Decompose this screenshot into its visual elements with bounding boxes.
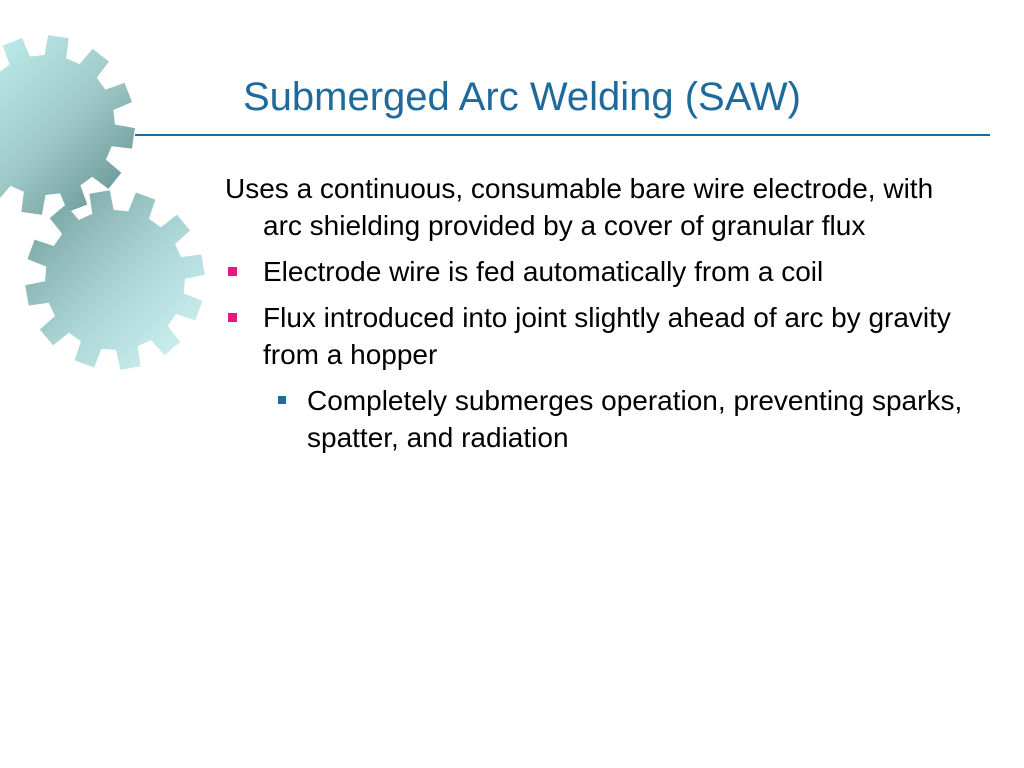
list-item-text: Completely submerges operation, preventi… [307,385,963,453]
list-item-text: Flux introduced into joint slightly ahea… [263,302,951,370]
gear-body [0,35,135,215]
square-bullet-icon [228,313,237,322]
gears-icon [0,35,205,370]
slide-content: Uses a continuous, consumable bare wire … [225,170,965,465]
gear-body [25,190,205,370]
upper-gear-icon [0,35,135,215]
list-item: Electrode wire is fed automatically from… [225,253,965,290]
slide-title: Submerged Arc Welding (SAW) [243,75,801,119]
list-item-text: Uses a continuous, consumable bare wire … [225,173,934,241]
list-item: Uses a continuous, consumable bare wire … [225,170,965,244]
list-item: Completely submerges operation, preventi… [225,382,965,456]
square-bullet-icon [228,267,237,276]
list-item: Flux introduced into joint slightly ahea… [225,299,965,373]
lower-gear-icon [25,190,205,370]
square-bullet-icon [278,396,286,404]
list-item-text: Electrode wire is fed automatically from… [263,256,824,287]
title-divider [135,134,990,136]
